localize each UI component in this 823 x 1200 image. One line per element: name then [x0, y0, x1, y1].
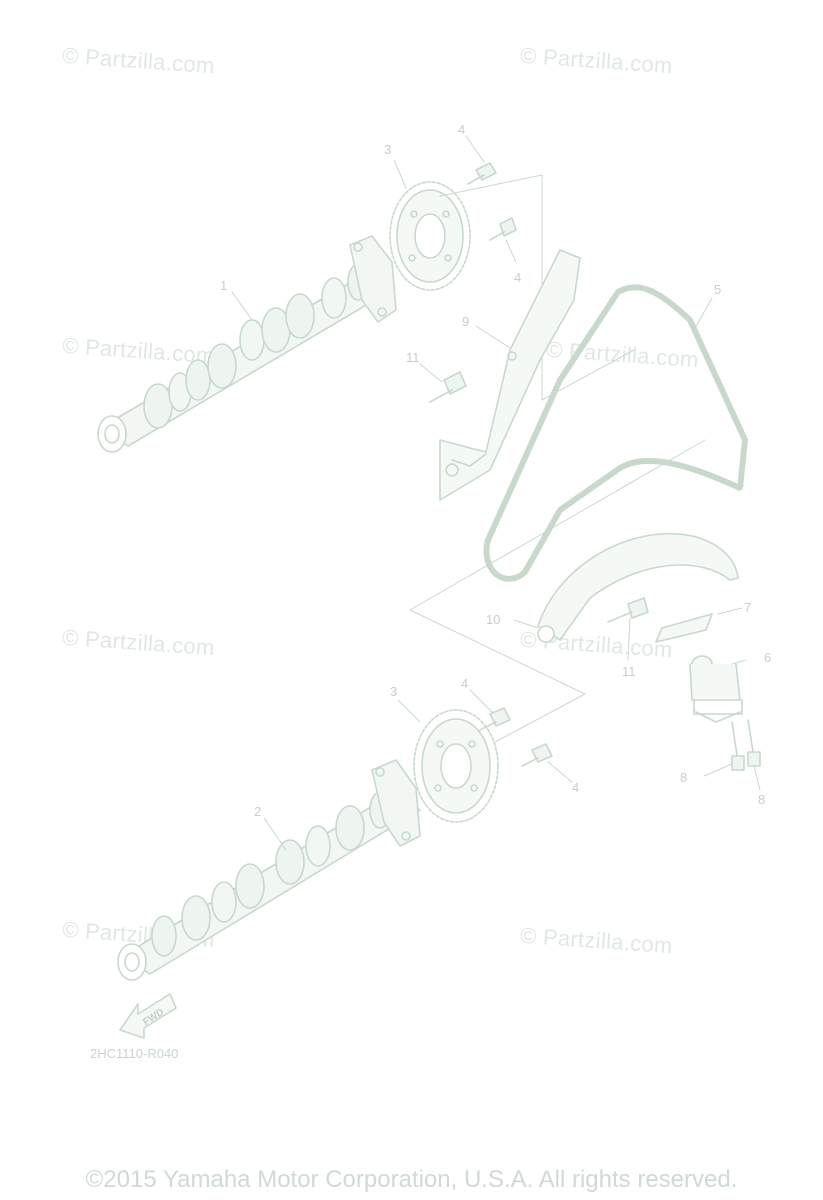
callout-8: 8	[680, 770, 687, 785]
sprocket-bolt	[521, 743, 553, 767]
callout-4: 4	[458, 122, 465, 137]
callout-11: 11	[406, 350, 420, 365]
camshaft-exhaust	[117, 759, 421, 981]
tensioner-guide	[537, 533, 739, 643]
callout-10: 10	[486, 612, 500, 627]
tensioner-bolt	[731, 721, 745, 771]
callout-8: 8	[758, 792, 765, 807]
callout-4: 4	[461, 676, 468, 691]
chain-guide	[439, 249, 581, 501]
cam-sprocket-lower	[413, 709, 499, 823]
callout-2: 2	[254, 804, 261, 819]
camshaft-intake	[97, 235, 397, 453]
callout-5: 5	[714, 282, 721, 297]
callout-3: 3	[384, 142, 391, 157]
callout-3: 3	[390, 684, 397, 699]
gasket	[655, 613, 713, 643]
guide-bolt	[607, 597, 649, 623]
chain-tensioner	[689, 655, 743, 723]
tensioner-bolt	[747, 719, 761, 767]
callout-4: 4	[572, 780, 579, 795]
diagram-code: 2HC1110-R040	[90, 1046, 179, 1061]
cam-sprocket-upper	[389, 181, 471, 291]
fwd-arrow-icon	[119, 993, 177, 1039]
callout-11: 11	[622, 664, 636, 679]
copyright-notice: ©2015 Yamaha Motor Corporation, U.S.A. A…	[85, 1166, 738, 1193]
sprocket-bolt	[467, 162, 497, 185]
timing-chain	[483, 284, 748, 582]
guide-bolt	[429, 371, 467, 403]
callout-7: 7	[744, 600, 751, 615]
sprocket-bolt	[489, 217, 517, 241]
callout-4: 4	[514, 270, 521, 285]
callout-9: 9	[462, 314, 469, 329]
callout-6: 6	[764, 650, 771, 665]
sprocket-bolt	[479, 707, 511, 731]
callout-1: 1	[220, 278, 227, 293]
